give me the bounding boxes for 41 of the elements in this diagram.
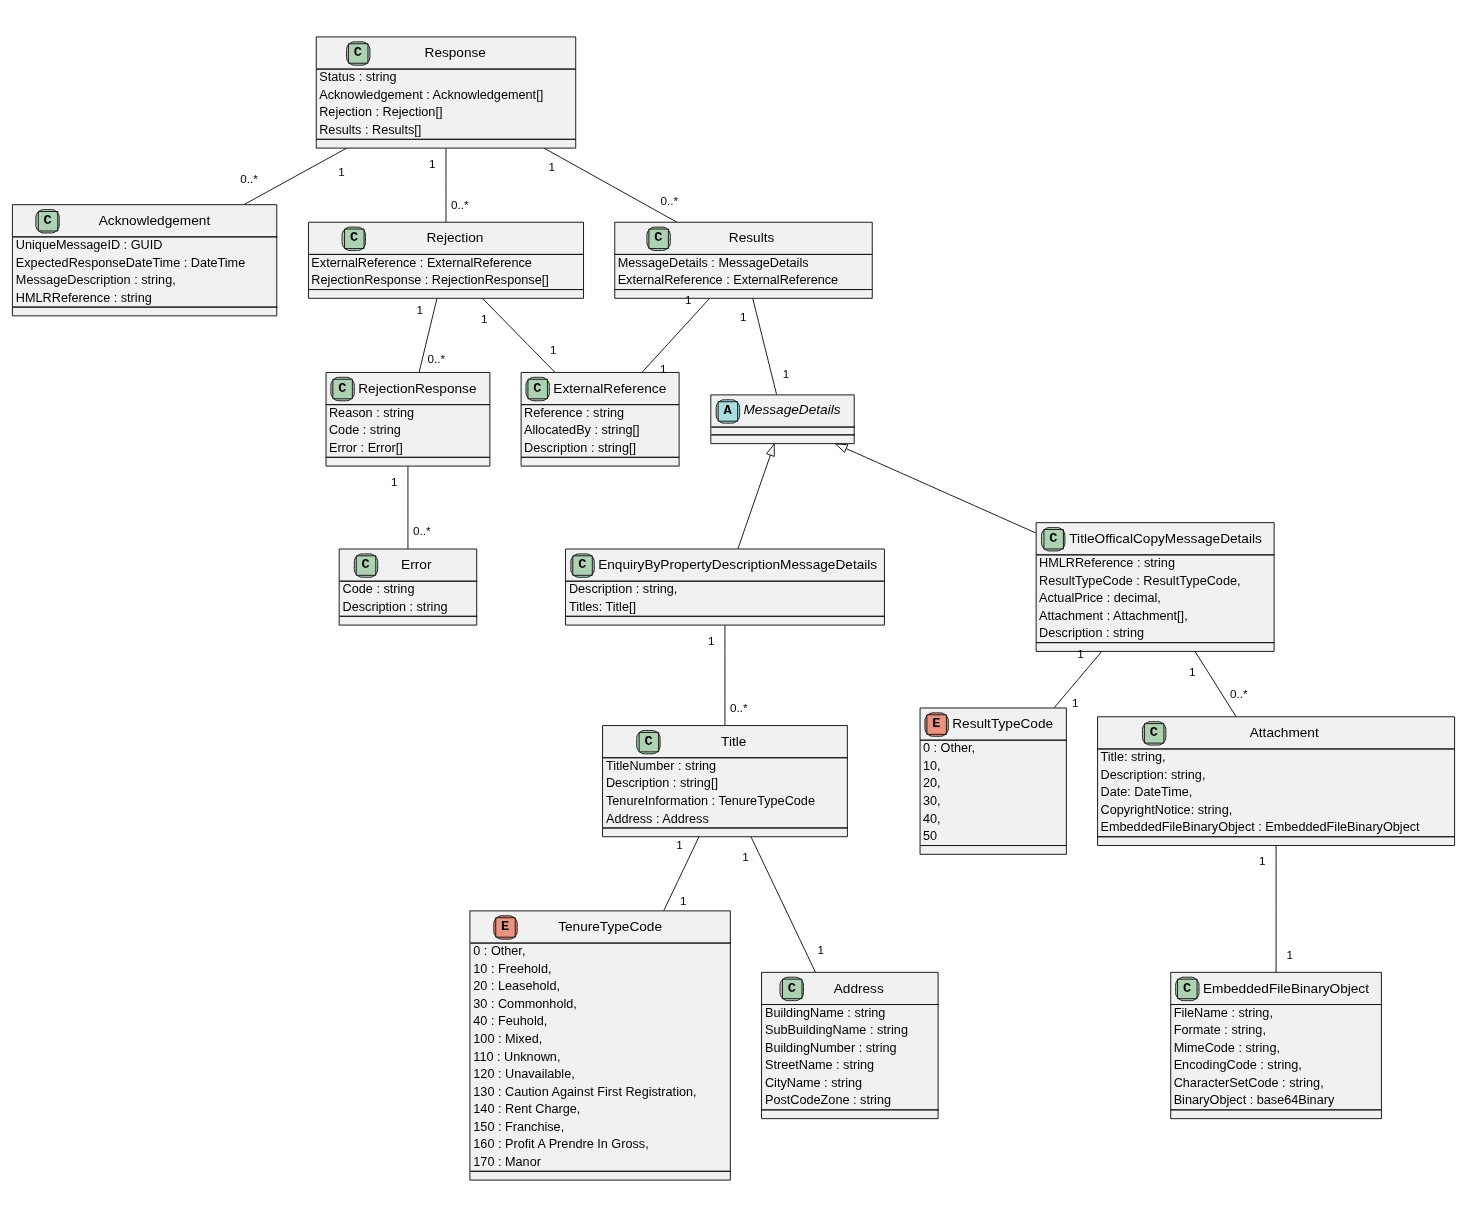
connector xyxy=(1275,844,1277,973)
label: 0..* xyxy=(729,700,748,714)
connector xyxy=(752,297,778,395)
label: 1 xyxy=(676,837,683,851)
connector xyxy=(482,297,556,373)
connector xyxy=(663,835,700,911)
label: 1 xyxy=(1259,853,1266,867)
label: 1 xyxy=(740,309,747,323)
label: 1 xyxy=(550,342,557,356)
label: 0..* xyxy=(240,171,258,185)
arrow xyxy=(737,443,775,549)
label: 0..* xyxy=(412,523,431,537)
label: 1 xyxy=(548,159,556,173)
label: 1 xyxy=(817,942,825,956)
connector xyxy=(445,147,447,223)
connector xyxy=(243,147,347,205)
label: 0..* xyxy=(451,197,469,211)
label: 1 xyxy=(680,893,687,907)
label: 0..* xyxy=(427,351,446,365)
label: 1 xyxy=(742,849,749,863)
label: 0..* xyxy=(660,193,678,207)
connector xyxy=(724,624,726,726)
label: 1 xyxy=(338,164,345,178)
label: 1 xyxy=(480,311,488,325)
label: 1 xyxy=(782,366,790,380)
arrow xyxy=(835,442,1037,533)
label: 1 xyxy=(1286,947,1294,961)
connector xyxy=(750,835,816,973)
label: 1 xyxy=(707,633,715,647)
label: 1 xyxy=(428,156,436,170)
connector xyxy=(641,297,710,373)
label: 1 xyxy=(416,302,423,316)
connector xyxy=(543,147,678,223)
label: 1 xyxy=(1072,695,1079,709)
label: 1 xyxy=(390,474,398,488)
connector xyxy=(407,465,409,549)
connector xyxy=(418,297,438,373)
label: 1 xyxy=(1188,664,1196,678)
label: 0..* xyxy=(1230,686,1248,700)
connector xyxy=(1194,650,1237,717)
connector xyxy=(1053,650,1103,708)
